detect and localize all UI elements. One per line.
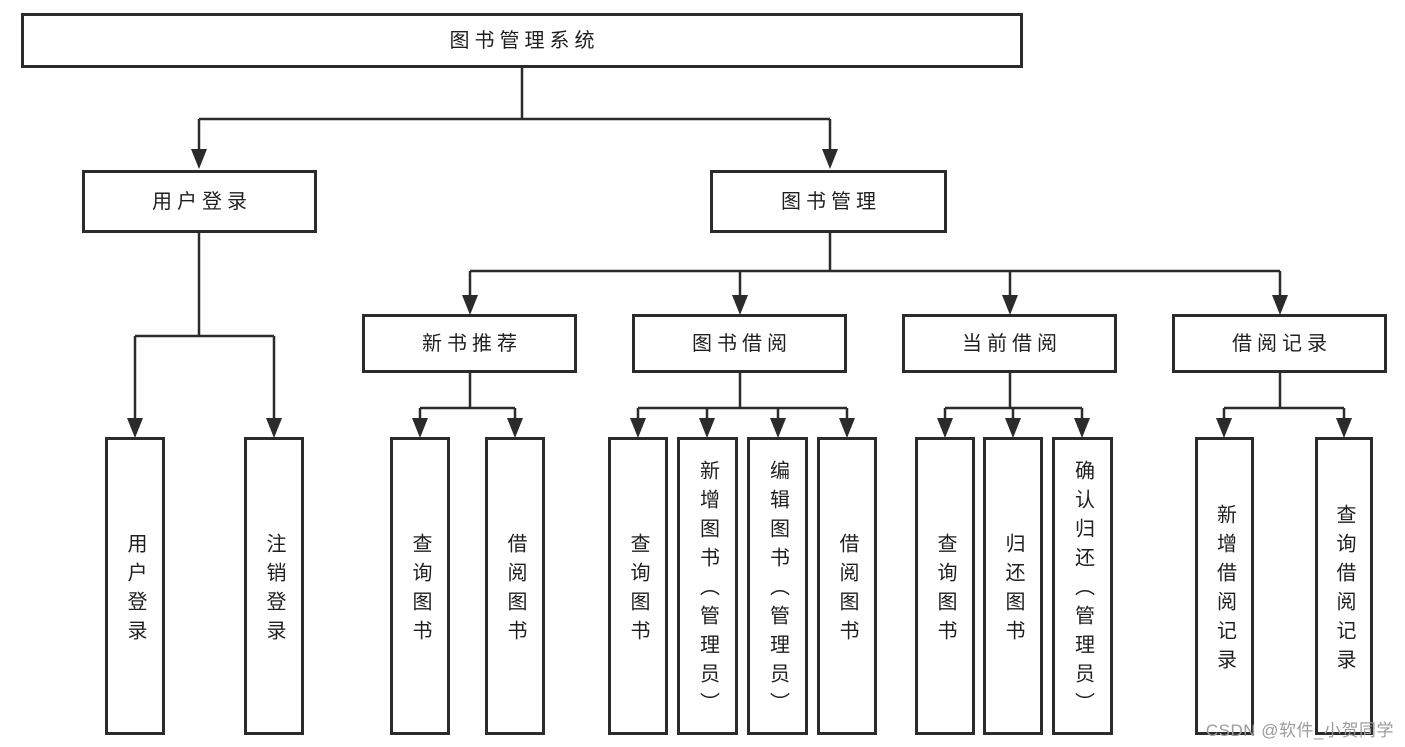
node-label: 借阅记录 bbox=[1232, 332, 1332, 355]
connector-current-borrow-group bbox=[937, 373, 1090, 438]
node-user-login-leaf: 用户登录 bbox=[105, 437, 165, 735]
node-borrowing-records: 借阅记录 bbox=[1172, 314, 1387, 373]
connector-book-borrow-group bbox=[630, 373, 855, 438]
node-br-add-record: 新增借阅记录 bbox=[1195, 437, 1254, 735]
node-logout-leaf: 注销登录 bbox=[244, 437, 304, 735]
connector-book-mgmt-to-level3 bbox=[462, 233, 1288, 315]
connector-new-book-group bbox=[412, 373, 523, 438]
node-book-management: 图书管理 bbox=[710, 170, 947, 233]
node-label: 借阅图书 bbox=[836, 532, 858, 649]
node-nb-query-books: 查询图书 bbox=[390, 437, 450, 735]
node-book-mgmt-system: 图书管理系统 bbox=[21, 13, 1023, 68]
node-label: 图书管理 bbox=[781, 190, 881, 213]
node-book-borrowing: 图书借阅 bbox=[632, 314, 847, 373]
node-nb-borrow-books: 借阅图书 bbox=[485, 437, 545, 735]
node-label: 新增图书（管理员） bbox=[696, 460, 719, 721]
node-cb-query-books: 查询图书 bbox=[915, 437, 975, 735]
node-label: 用户登录 bbox=[152, 190, 252, 213]
node-bb-edit-books-admin: 编辑图书（管理员） bbox=[747, 437, 808, 735]
node-label: 当前借阅 bbox=[962, 332, 1062, 355]
node-current-borrowing: 当前借阅 bbox=[902, 314, 1117, 373]
node-label: 用户登录 bbox=[124, 532, 146, 649]
connector-root-to-level2 bbox=[191, 68, 838, 169]
node-new-book-recommend: 新书推荐 bbox=[362, 314, 577, 373]
node-label: 新增借阅记录 bbox=[1213, 503, 1236, 678]
node-label: 归还图书 bbox=[1002, 532, 1024, 649]
node-label: 查询图书 bbox=[627, 532, 649, 649]
node-br-query-record: 查询借阅记录 bbox=[1315, 437, 1373, 735]
node-label: 确认归还（管理员） bbox=[1071, 460, 1094, 721]
node-label: 图书管理系统 bbox=[449, 29, 600, 52]
node-cb-return-books: 归还图书 bbox=[983, 437, 1043, 735]
node-label: 查询图书 bbox=[409, 532, 431, 649]
node-bb-query-books: 查询图书 bbox=[608, 437, 668, 735]
node-label: 新书推荐 bbox=[422, 332, 522, 355]
node-label: 图书借阅 bbox=[692, 332, 792, 355]
csdn-watermark: CSDN @软件_小贺同学 bbox=[1205, 721, 1394, 740]
node-cb-confirm-return-admin: 确认归还（管理员） bbox=[1052, 437, 1113, 735]
node-bb-borrow-books: 借阅图书 bbox=[817, 437, 877, 735]
connector-borrow-record-group bbox=[1216, 373, 1352, 438]
node-label: 编辑图书（管理员） bbox=[766, 460, 789, 721]
node-label: 查询借阅记录 bbox=[1333, 503, 1355, 678]
node-user-login-group: 用户登录 bbox=[82, 170, 317, 233]
node-label: 查询图书 bbox=[934, 532, 956, 649]
node-label: 注销登录 bbox=[263, 532, 285, 649]
node-label: 借阅图书 bbox=[504, 532, 526, 649]
node-bb-add-books-admin: 新增图书（管理员） bbox=[677, 437, 738, 735]
connector-user-login-group bbox=[127, 233, 282, 438]
